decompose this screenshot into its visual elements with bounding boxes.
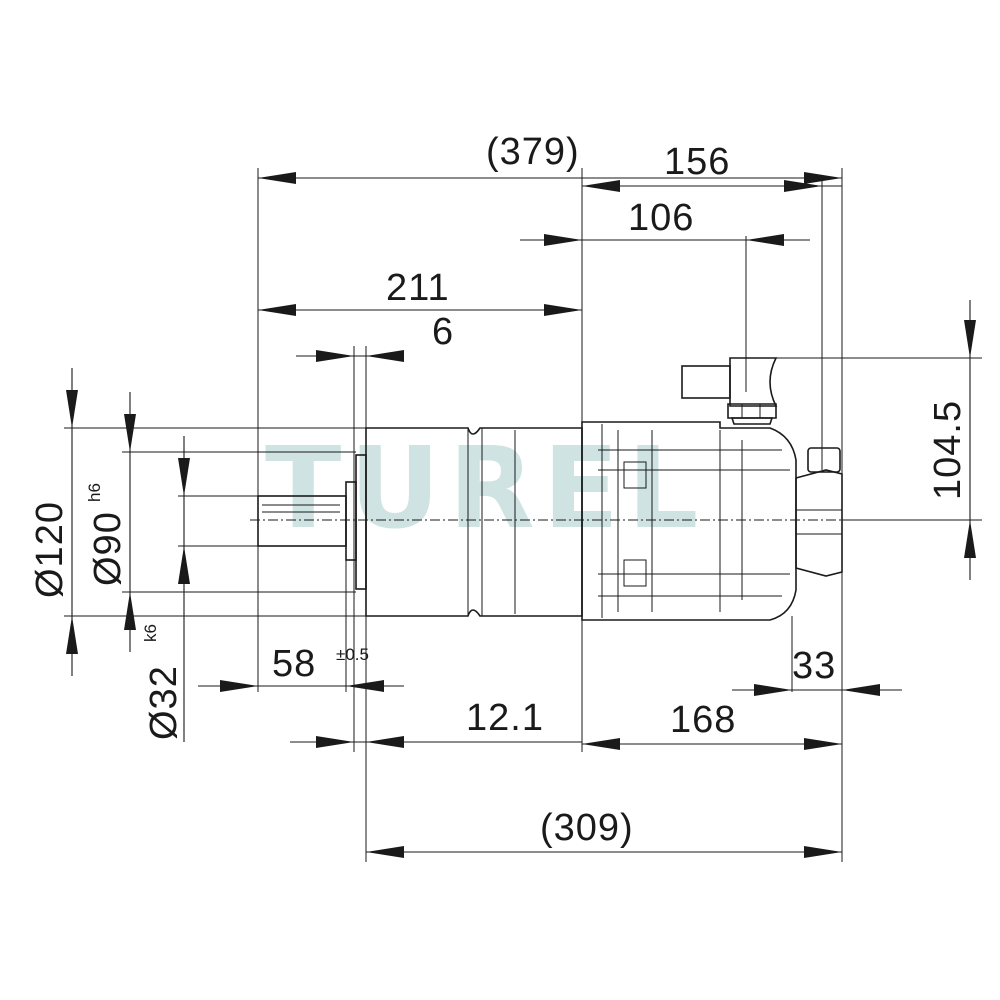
dim-shaft-length: 58 [272, 643, 316, 685]
extension-lines [64, 168, 982, 862]
dim-shaft-length-tolerance: ±0.5 [336, 645, 369, 664]
dim-body-length: (309) [540, 807, 634, 849]
elbow-fitting [729, 357, 778, 407]
dim-shaft-diameter: Ø32 [143, 665, 185, 740]
dim-pilot-depth: 6 [432, 311, 454, 353]
dim-motor-length: 168 [670, 699, 736, 741]
dimension-labels: (379) 156 106 211 6 104.5 Ø120 Ø90 h6 Ø3… [29, 131, 969, 849]
gearmotor-outline [257, 357, 843, 621]
dim-overall-length: (379) [486, 131, 580, 173]
rear-plug [807, 447, 841, 473]
dim-front-length: 211 [386, 267, 450, 309]
rear-cap [795, 469, 843, 577]
dim-pilot-tolerance: h6 [85, 483, 104, 502]
dim-rear-offset: 33 [792, 645, 836, 687]
dim-port-offset: 106 [628, 197, 694, 239]
dim-pilot-diameter: Ø90 [87, 511, 129, 586]
dim-rear-length: 156 [664, 141, 730, 183]
dim-port-height: 104.5 [927, 400, 969, 500]
dim-shaft-tolerance: k6 [141, 624, 160, 642]
dim-flange-offset: 12.1 [466, 697, 544, 739]
dim-housing-diameter: Ø120 [29, 501, 71, 598]
connector-box [681, 365, 731, 399]
motor-body [581, 421, 797, 621]
watermark-text: TUREL [265, 424, 706, 554]
dimension-lines [66, 172, 976, 858]
